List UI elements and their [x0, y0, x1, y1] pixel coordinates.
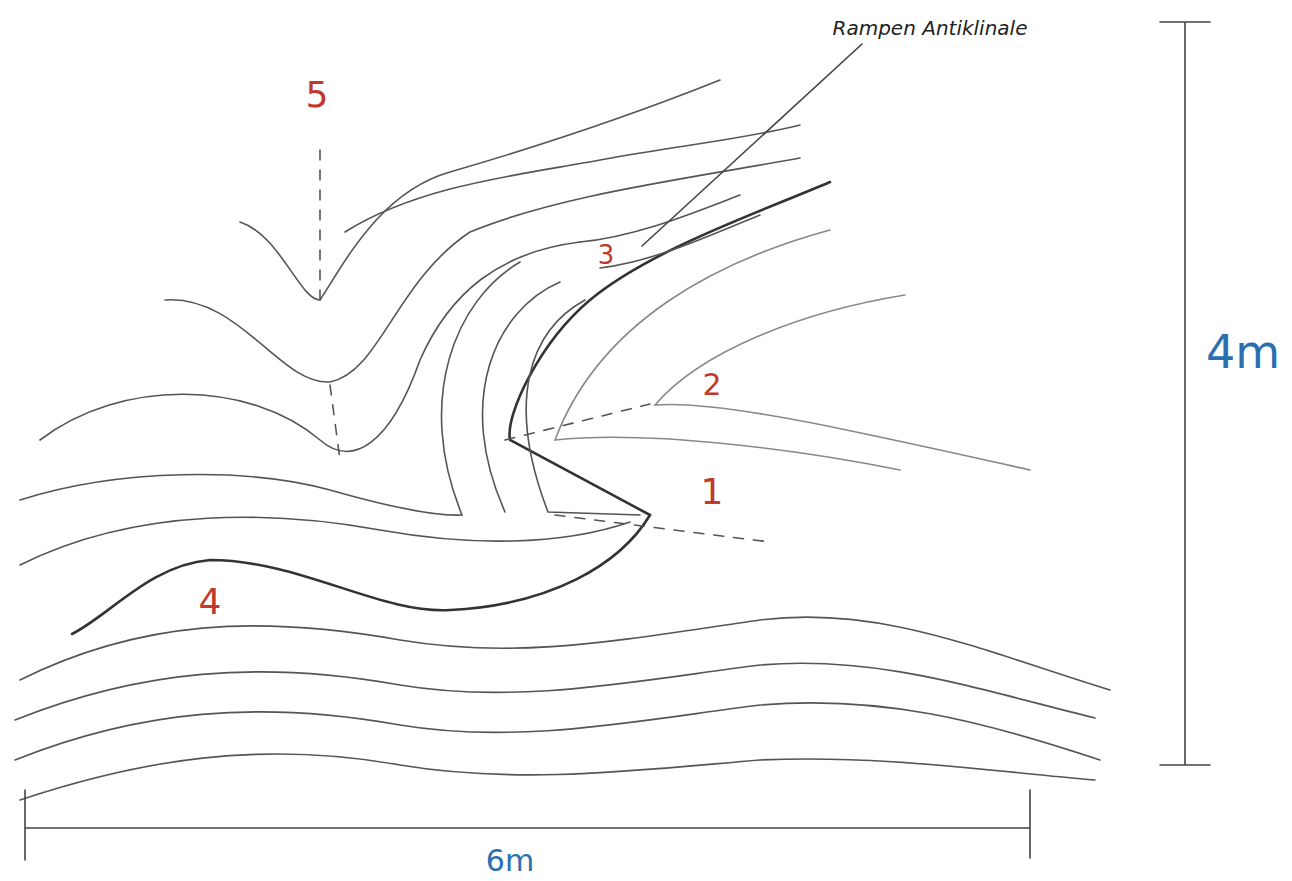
leader-line	[642, 44, 862, 246]
bedding-line	[555, 230, 900, 470]
dimension-label: 6m	[486, 846, 534, 876]
callout-number: 3	[598, 242, 615, 268]
bedding-line	[15, 703, 1100, 760]
bedding-line	[165, 158, 800, 382]
bedding-line	[526, 300, 640, 515]
callout-number: 2	[702, 370, 721, 400]
axial-trace	[505, 404, 650, 440]
axial-trace	[555, 515, 770, 542]
scale-bar	[1160, 22, 1210, 765]
bedding-line	[600, 215, 760, 268]
bedding-line	[345, 125, 800, 232]
bedding-line	[240, 80, 720, 300]
callout-number: 4	[199, 584, 222, 620]
bedding-line	[15, 663, 1095, 720]
bed-4	[72, 515, 650, 634]
structure-label: Rampen Antiklinale	[833, 18, 1028, 38]
callout-number: 5	[306, 77, 329, 113]
bedding-line	[655, 295, 1030, 470]
bedding-line	[442, 262, 520, 515]
bedding-line	[20, 754, 1095, 800]
dimension-label: 4m	[1206, 329, 1280, 375]
bedding-line	[20, 617, 1110, 690]
bedding-line	[40, 242, 580, 451]
bedding-line	[20, 517, 630, 565]
ramp-fault	[510, 182, 830, 515]
bedding-line	[580, 195, 740, 242]
bedding-line	[483, 282, 560, 512]
axial-trace	[320, 150, 340, 460]
bedding-line	[20, 475, 462, 516]
callout-number: 1	[701, 474, 724, 510]
